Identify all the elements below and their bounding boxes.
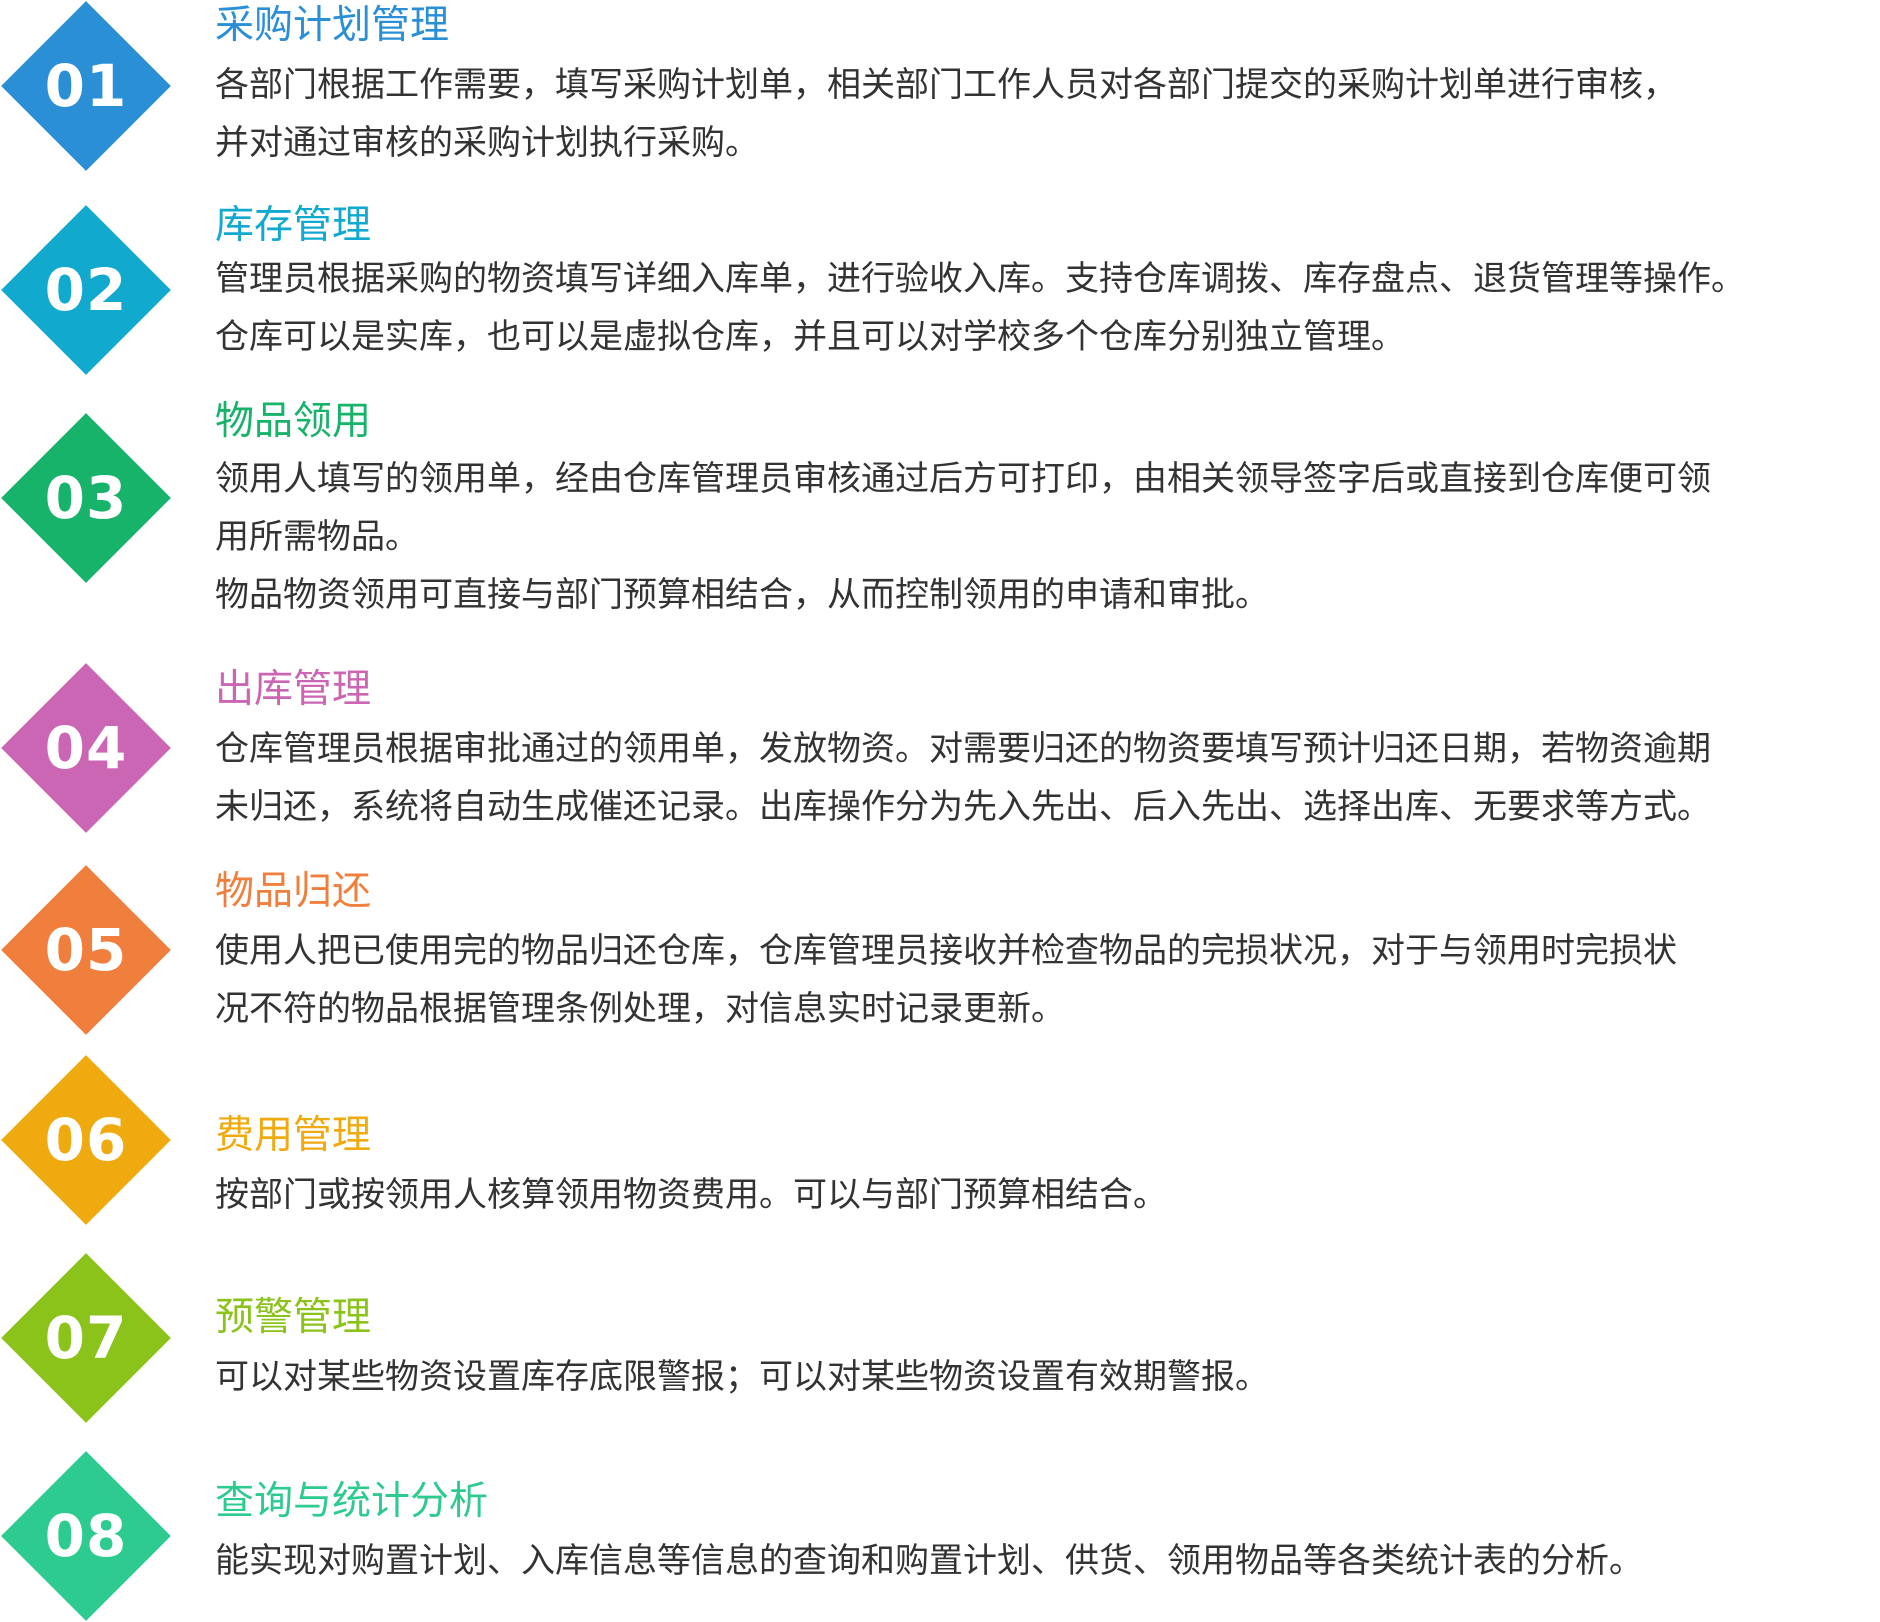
item-description: 可以对某些物资设置库存底限警报；可以对某些物资设置有效期警报。 <box>215 1348 1875 1406</box>
description-line: 各部门根据工作需要，填写采购计划单，相关部门工作人员对各部门提交的采购计划单进行… <box>215 65 1677 105</box>
item-number: 02 <box>44 256 128 324</box>
description-line: 领用人填写的领用单，经由仓库管理员审核通过后方可打印，由相关领导签字后或直接到仓… <box>215 459 1711 499</box>
number-diamond: 02 <box>1 205 171 375</box>
number-diamond: 04 <box>1 663 171 833</box>
number-diamond: 07 <box>1 1253 171 1423</box>
item-number: 01 <box>44 52 128 120</box>
description-line: 未归还，系统将自动生成催还记录。出库操作分为先入先出、后入先出、选择出库、无要求… <box>215 787 1711 827</box>
description-line: 管理员根据采购的物资填写详细入库单，进行验收入库。支持仓库调拨、库存盘点、退货管… <box>215 259 1745 299</box>
item-number: 07 <box>44 1304 128 1372</box>
item-title: 费用管理 <box>215 1113 372 1158</box>
item-description: 按部门或按领用人核算领用物资费用。可以与部门预算相结合。 <box>215 1166 1875 1224</box>
item-title: 物品归还 <box>215 869 372 914</box>
description-line: 能实现对购置计划、入库信息等信息的查询和购置计划、供货、领用物品等各类统计表的分… <box>215 1541 1643 1581</box>
description-line: 物品物资领用可直接与部门预算相结合，从而控制领用的申请和审批。 <box>215 575 1269 615</box>
item-number: 06 <box>44 1106 128 1174</box>
item-title: 查询与统计分析 <box>215 1479 489 1524</box>
number-diamond: 01 <box>1 1 171 171</box>
item-number: 08 <box>44 1502 128 1570</box>
item-title: 出库管理 <box>215 667 372 712</box>
number-diamond: 08 <box>1 1451 171 1621</box>
number-diamond: 06 <box>1 1055 171 1225</box>
description-line: 仓库可以是实库，也可以是虚拟仓库，并且可以对学校多个仓库分别独立管理。 <box>215 317 1405 357</box>
description-line: 仓库管理员根据审批通过的领用单，发放物资。对需要归还的物资要填写预计归还日期，若… <box>215 729 1711 769</box>
item-title: 采购计划管理 <box>215 3 450 48</box>
item-description: 仓库管理员根据审批通过的领用单，发放物资。对需要归还的物资要填写预计归还日期，若… <box>215 720 1875 836</box>
number-diamond: 03 <box>1 413 171 583</box>
item-description: 使用人把已使用完的物品归还仓库，仓库管理员接收并检查物品的完损状况，对于与领用时… <box>215 922 1875 1038</box>
item-title: 物品领用 <box>215 399 372 444</box>
description-line: 况不符的物品根据管理条例处理，对信息实时记录更新。 <box>215 989 1065 1029</box>
description-line: 用所需物品。 <box>215 517 419 557</box>
item-number: 03 <box>44 464 128 532</box>
description-line: 按部门或按领用人核算领用物资费用。可以与部门预算相结合。 <box>215 1175 1167 1215</box>
item-description: 管理员根据采购的物资填写详细入库单，进行验收入库。支持仓库调拨、库存盘点、退货管… <box>215 250 1875 366</box>
item-number: 05 <box>44 916 128 984</box>
item-description: 各部门根据工作需要，填写采购计划单，相关部门工作人员对各部门提交的采购计划单进行… <box>215 56 1875 172</box>
description-line: 使用人把已使用完的物品归还仓库，仓库管理员接收并检查物品的完损状况，对于与领用时… <box>215 931 1677 971</box>
item-description: 领用人填写的领用单，经由仓库管理员审核通过后方可打印，由相关领导签字后或直接到仓… <box>215 450 1875 624</box>
item-title: 库存管理 <box>215 203 372 248</box>
item-number: 04 <box>44 714 128 782</box>
description-line: 并对通过审核的采购计划执行采购。 <box>215 123 759 163</box>
description-line: 可以对某些物资设置库存底限警报；可以对某些物资设置有效期警报。 <box>215 1357 1269 1397</box>
number-diamond: 05 <box>1 865 171 1035</box>
item-description: 能实现对购置计划、入库信息等信息的查询和购置计划、供货、领用物品等各类统计表的分… <box>215 1532 1875 1590</box>
item-title: 预警管理 <box>215 1295 372 1340</box>
